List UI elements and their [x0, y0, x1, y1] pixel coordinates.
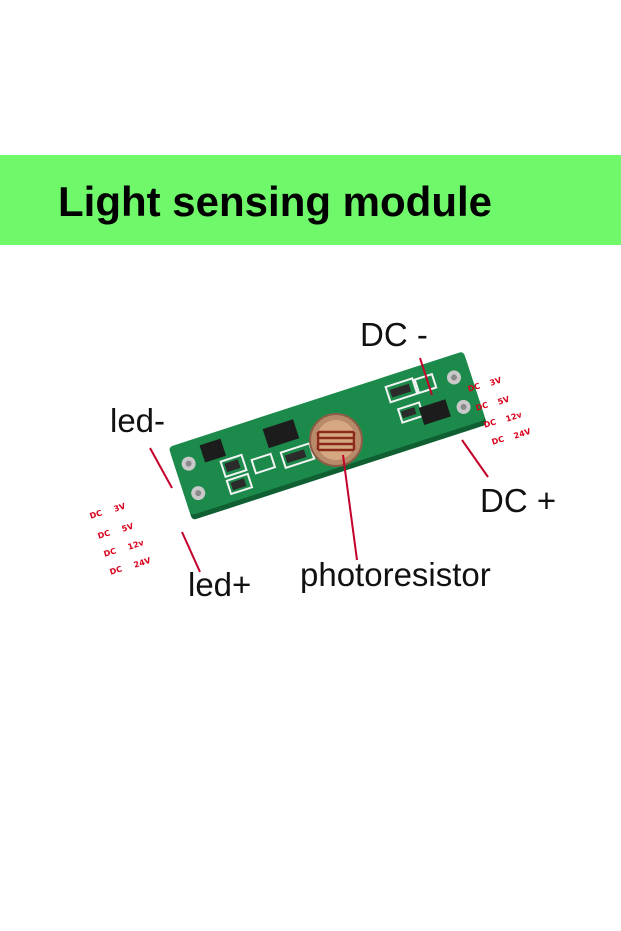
voltage-list-right: DC 3V DC 5V DC 12v DC 24V [467, 376, 548, 455]
voltage-value: 24V [512, 426, 532, 441]
banner-title: Light sensing module [58, 178, 493, 225]
voltage-prefix: DC [482, 417, 498, 430]
label-led-plus: led+ [188, 566, 252, 603]
pointer-lines [149, 357, 489, 573]
voltage-prefix: DC [88, 508, 104, 521]
voltage-prefix: DC [490, 434, 506, 447]
voltage-prefix: DC [466, 381, 482, 394]
transistor-q2 [418, 399, 451, 425]
voltage-value: 5V [120, 521, 135, 534]
label-dc-minus: DC - [360, 316, 428, 353]
voltage-value: 5V [496, 394, 511, 407]
voltage-prefix: DC [102, 546, 118, 559]
label-photoresistor: photoresistor [300, 556, 491, 593]
voltage-list-left: DC 3V DC 5V DC 12v DC 24V [89, 502, 170, 582]
voltage-value: 12v [126, 538, 145, 552]
voltage-prefix: DC [96, 528, 112, 541]
voltage-value: 3V [488, 375, 503, 388]
voltage-prefix: DC [108, 564, 124, 577]
voltage-prefix: DC [474, 400, 490, 413]
ic-u2 [262, 419, 300, 449]
voltage-value: 24V [132, 555, 152, 570]
voltage-value: 3V [112, 501, 127, 514]
pads [181, 370, 471, 501]
title-banner [0, 155, 621, 245]
label-led-minus: led- [110, 402, 166, 439]
transistor-q1 [199, 438, 227, 463]
photoresistor-component [309, 413, 363, 467]
label-dc-plus: DC + [480, 482, 557, 519]
voltage-value: 12v [504, 410, 523, 424]
